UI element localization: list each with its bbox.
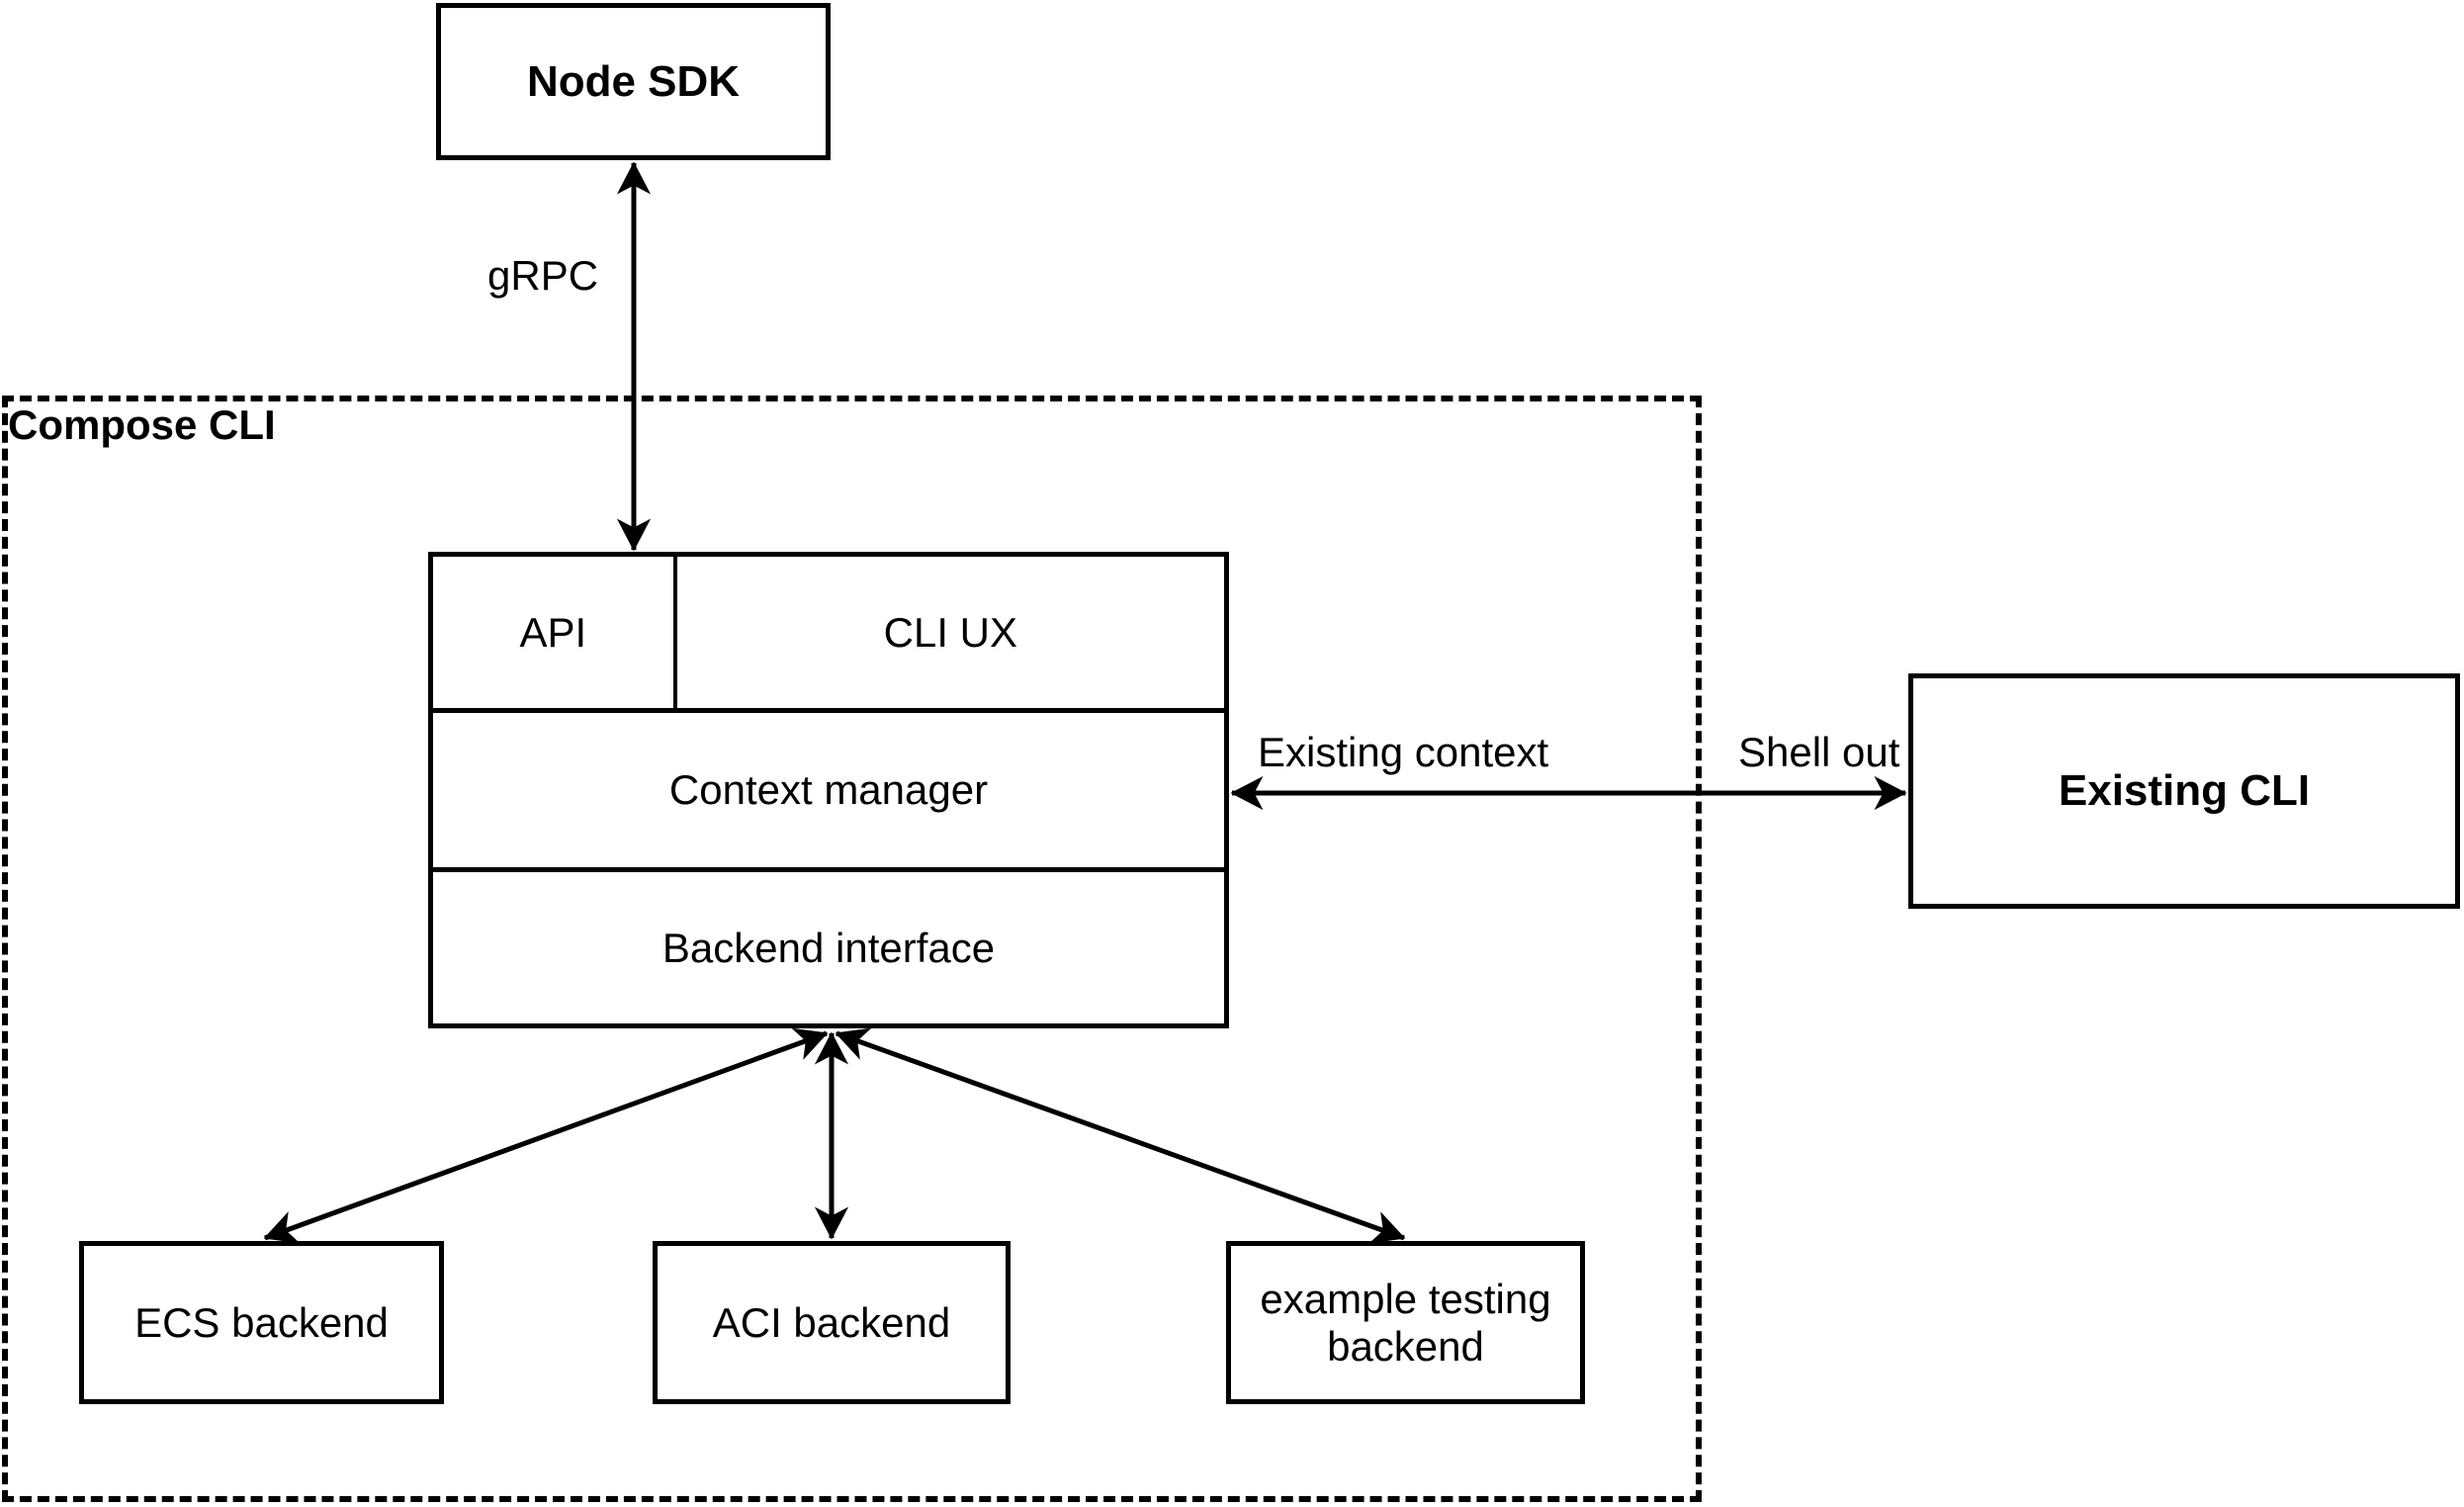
example-testing-backend-line2: backend <box>1327 1322 1484 1370</box>
node-sdk-label: Node SDK <box>526 56 741 106</box>
example-testing-backend-line1: example testing <box>1260 1276 1551 1323</box>
compose-cli-stack: API CLI UX Context manager Backend inter… <box>428 552 1229 1028</box>
cli-ux-label: CLI UX <box>883 608 1018 656</box>
ecs-backend-box[interactable]: ECS backend <box>79 1241 444 1404</box>
existing-cli-label: Existing CLI <box>2058 766 2311 816</box>
shell-out-edge-label: Shell out <box>1738 729 1900 775</box>
api-label: API <box>519 608 587 656</box>
grpc-edge-label: gRPC <box>487 252 599 299</box>
backend-interface-label: Backend interface <box>661 924 996 971</box>
aci-backend-box[interactable]: ACI backend <box>653 1241 1011 1404</box>
cli-ux-cell[interactable]: CLI UX <box>677 557 1224 708</box>
context-manager-cell[interactable]: Context manager <box>428 710 1229 870</box>
ecs-backend-label: ECS backend <box>134 1298 389 1346</box>
existing-cli-box[interactable]: Existing CLI <box>1908 673 2460 909</box>
compose-cli-label: Compose CLI <box>8 401 276 448</box>
stack-row-api-cliux: API CLI UX <box>428 552 1229 711</box>
context-manager-label: Context manager <box>668 766 989 813</box>
api-cell[interactable]: API <box>433 557 677 708</box>
existing-context-edge-label: Existing context <box>1258 729 1549 775</box>
backend-interface-cell[interactable]: Backend interface <box>428 869 1229 1028</box>
aci-backend-label: ACI backend <box>712 1298 951 1346</box>
compose-cli-boundary <box>2 396 1702 1502</box>
node-sdk-box[interactable]: Node SDK <box>436 3 831 160</box>
